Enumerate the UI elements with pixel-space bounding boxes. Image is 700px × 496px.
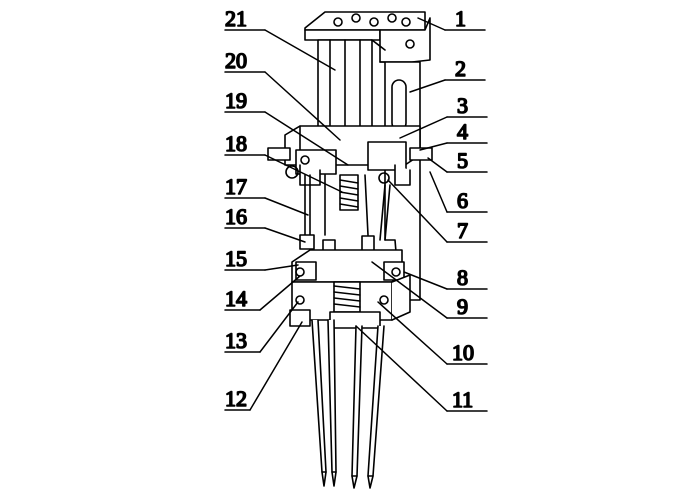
cylinder-body — [317, 39, 386, 129]
callout-18: 18 — [225, 131, 247, 156]
callout-6: 6 — [457, 188, 468, 213]
probe-needles — [311, 319, 385, 489]
callout-12: 12 — [225, 386, 247, 411]
callout-10: 10 — [452, 340, 474, 365]
callout-21: 21 — [225, 6, 247, 31]
top-bracket — [304, 11, 431, 63]
callout-4: 4 — [457, 119, 468, 144]
middle-rods — [299, 174, 391, 257]
callout-14: 14 — [225, 286, 247, 311]
upper-clamp-assembly — [267, 125, 433, 186]
callout-17: 17 — [225, 174, 247, 199]
leader-lines — [224, 17, 488, 412]
callout-15: 15 — [225, 246, 247, 271]
callout-9: 9 — [457, 294, 468, 319]
callout-8: 8 — [457, 265, 468, 290]
callout-3: 3 — [457, 93, 468, 118]
callout-16: 16 — [225, 204, 247, 229]
callout-2: 2 — [455, 56, 466, 81]
callout-1: 1 — [455, 6, 466, 31]
callout-7: 7 — [457, 218, 468, 243]
callout-labels: 1 2 3 4 5 6 7 8 9 10 11 12 13 14 15 16 1… — [224, 5, 475, 413]
callout-5: 5 — [457, 148, 468, 173]
lower-clamp-assembly — [289, 249, 411, 329]
callout-19: 19 — [225, 88, 247, 113]
callout-11: 11 — [452, 387, 473, 412]
callout-13: 13 — [225, 328, 247, 353]
callout-20: 20 — [225, 48, 247, 73]
